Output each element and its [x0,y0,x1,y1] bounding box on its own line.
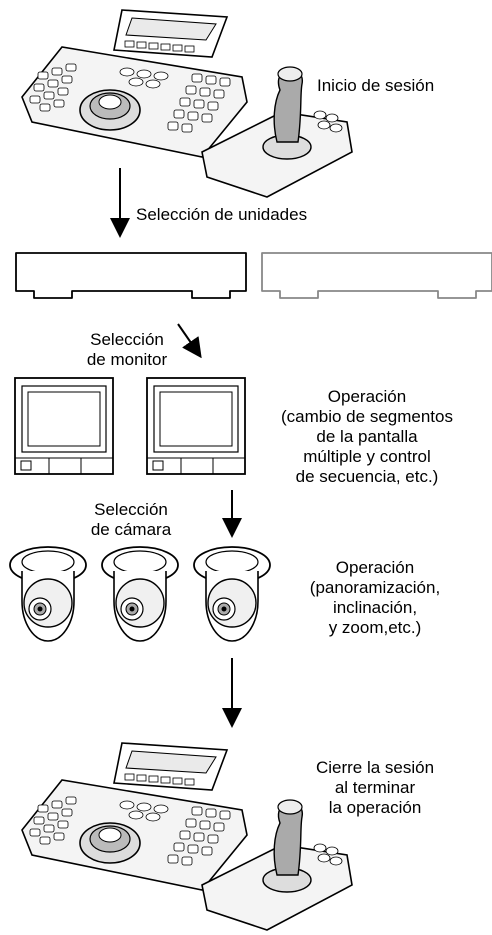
unit-selection-label: Selección de unidades [136,205,308,224]
monitor-selection-label: Selección de monitor [72,330,182,370]
monitor-operation-line-2: (cambio de segmentos [281,407,453,426]
monitor-selection-line-2: de monitor [86,350,168,369]
monitor-selection-line-1: Selección [90,330,164,349]
monitor-operation-line-4: múltiple y control [303,447,431,466]
monitor-left-illustration [14,377,114,475]
camera-operation-line-2: (panoramización, [309,578,441,597]
monitor-operation-line-3: de la pantalla [316,427,418,446]
camera-right-illustration [193,546,271,642]
monitor-right-illustration [146,377,246,475]
monitor-operation-label: Operación (cambio de segmentos de la pan… [262,387,472,487]
arrow-to-monitor-selection [177,323,202,359]
monitor-operation-line-5: de secuencia, etc.) [295,467,439,486]
unit-inactive-illustration [261,252,492,299]
monitor-operation-line-1: Operación [327,387,407,406]
camera-selection-line-2: de cámara [90,520,172,539]
unit-active-illustration [15,252,247,299]
controller-top-illustration [21,9,353,198]
logout-label: Cierre la sesión al terminar la operació… [290,758,460,818]
camera-middle-illustration [101,546,179,642]
camera-left-illustration [9,546,87,642]
login-label: Inicio de sesión [317,76,435,95]
logout-line-1: Cierre la sesión [315,758,435,777]
camera-selection-label: Selección de cámara [76,500,186,540]
camera-operation-label: Operación (panoramización, inclinación, … [290,558,460,638]
camera-operation-line-4: y zoom,etc.) [328,618,422,637]
logout-line-3: la operación [328,798,422,817]
camera-operation-line-3: inclinación, [332,598,418,617]
logout-line-2: al terminar [334,778,416,797]
camera-operation-line-1: Operación [335,558,415,577]
camera-selection-line-1: Selección [94,500,168,519]
